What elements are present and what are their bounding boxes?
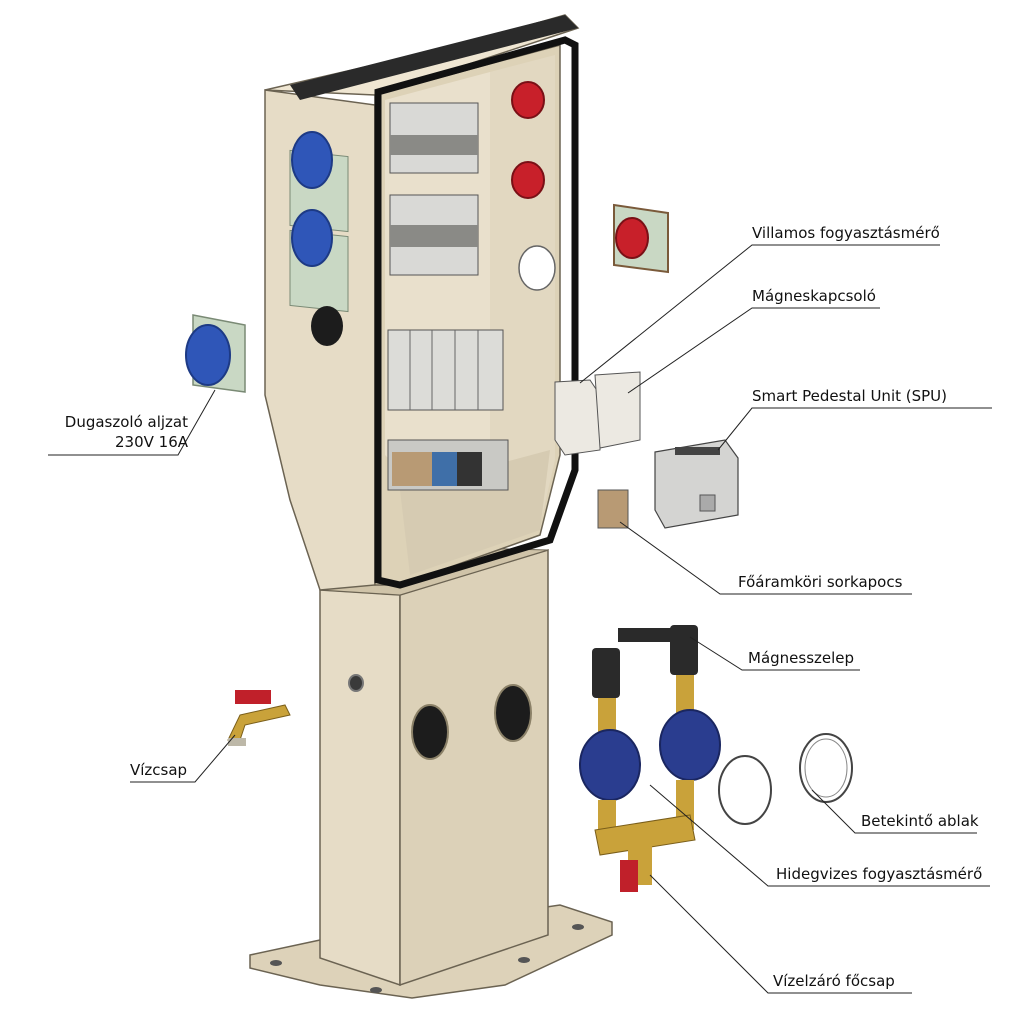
leader-terminal xyxy=(619,521,912,595)
view-windows xyxy=(718,733,853,825)
exploded-blue-socket xyxy=(185,314,246,393)
label-water-meter: Hidegvizes fogyasztásmérő xyxy=(776,865,983,883)
label-spu: Smart Pedestal Unit (SPU) xyxy=(752,387,948,405)
leader-electric-meter xyxy=(579,244,940,384)
plumbing-assembly xyxy=(579,625,721,892)
interior-red-sockets xyxy=(511,81,556,291)
leader-solenoid xyxy=(689,636,860,671)
label-view-window: Betekintő ablak xyxy=(861,812,979,830)
label-terminal-block: Főáramköri sorkapocs xyxy=(738,573,903,591)
water-tap xyxy=(227,690,291,746)
label-socket-line2: 230V 16A xyxy=(114,433,188,451)
exploded-terminal-block xyxy=(597,489,629,529)
exploded-red-socket xyxy=(613,203,669,274)
label-socket-line1: Dugaszoló aljzat xyxy=(64,413,188,431)
label-contactor: Mágneskapcsoló xyxy=(752,287,876,305)
leader-spu xyxy=(717,407,992,451)
side-sockets xyxy=(289,131,349,346)
label-main-valve: Vízelzáró főcsap xyxy=(773,972,895,990)
exploded-din-modules xyxy=(554,371,641,456)
leader-water-tap xyxy=(130,734,236,783)
leader-view-window xyxy=(811,789,977,834)
label-electric-meter: Villamos fogyasztásmérő xyxy=(752,224,940,242)
label-water-tap: Vízcsap xyxy=(130,761,188,779)
interior-breakers xyxy=(387,102,509,491)
exploded-spu xyxy=(654,439,739,529)
leader-lines xyxy=(48,244,992,994)
leader-water-meter xyxy=(649,784,990,887)
pedestal-column xyxy=(319,547,549,987)
label-solenoid-valve: Mágnesszelep xyxy=(748,649,855,667)
leader-socket xyxy=(48,389,216,456)
leader-contactor xyxy=(627,307,880,394)
leader-main-valve xyxy=(649,874,912,994)
